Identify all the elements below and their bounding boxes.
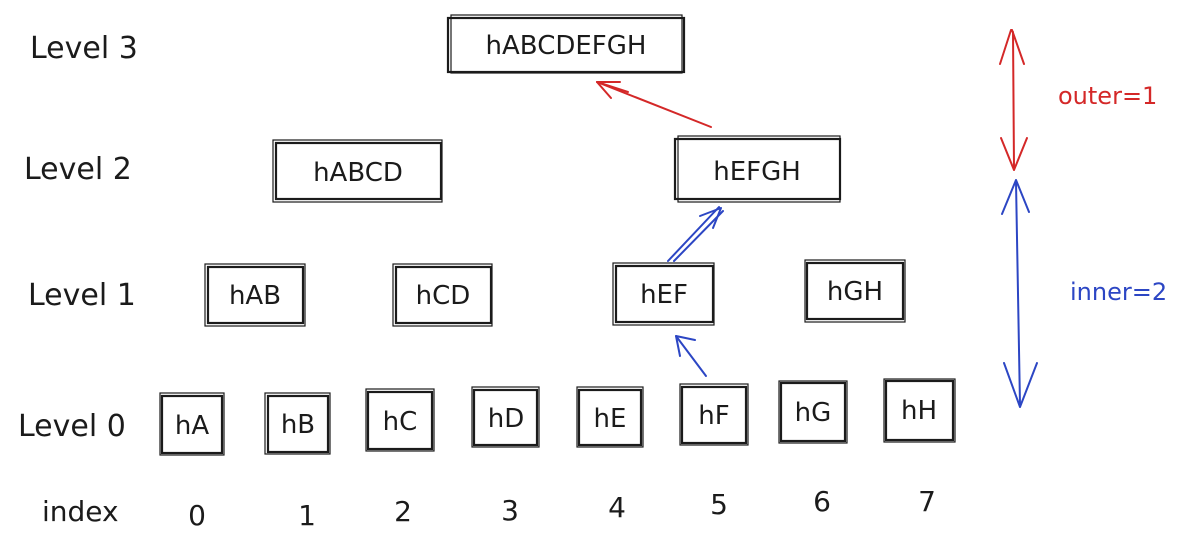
level-1-label: Level 1	[28, 278, 136, 313]
inner-double-arrow	[1001, 179, 1038, 408]
node-label: hF	[698, 401, 729, 431]
node-label: hD	[488, 404, 525, 434]
node-label: hG	[795, 398, 832, 428]
node-hh: hH	[883, 378, 956, 443]
node-label: hH	[901, 396, 937, 426]
node-label: hB	[281, 410, 315, 440]
node-label: hEF	[640, 280, 688, 310]
node-label: hABCD	[313, 158, 403, 188]
node-habcd: hABCD	[272, 139, 443, 203]
index-value-0: 0	[188, 499, 206, 532]
node-label: hAB	[229, 281, 281, 311]
index-row-label: index	[42, 495, 119, 528]
node-label: hEFGH	[713, 157, 801, 187]
node-label: hABCDEFGH	[486, 31, 647, 61]
node-he: hE	[576, 386, 644, 448]
outer-double-arrow	[999, 29, 1028, 171]
index-value-4: 4	[608, 491, 626, 524]
level-0-label: Level 0	[18, 409, 126, 444]
index-value-7: 7	[918, 485, 936, 518]
node-hef: hEF	[612, 262, 715, 326]
index-value-3: 3	[501, 494, 519, 527]
node-label: hCD	[416, 281, 471, 311]
blue-arrow-hf-to-hef	[675, 335, 707, 377]
node-hcd: hCD	[392, 263, 493, 327]
node-label: hC	[383, 407, 418, 437]
node-hefgh: hEFGH	[673, 135, 842, 203]
node-hc: hC	[365, 388, 435, 452]
level-2-label: Level 2	[24, 152, 132, 187]
node-hd: hD	[471, 386, 540, 448]
red-arrow-hefgh-to-habcdefgh	[596, 81, 712, 128]
node-hgh: hGH	[804, 259, 906, 323]
blue-arrow-hef-to-hefgh	[667, 206, 724, 262]
index-value-6: 6	[813, 485, 831, 518]
node-habcdefgh: hABCDEFGH	[446, 14, 686, 74]
inner-label: inner=2	[1070, 278, 1167, 306]
level-3-label: Level 3	[30, 31, 138, 66]
node-hf: hF	[679, 383, 749, 446]
index-value-1: 1	[298, 499, 316, 532]
outer-label: outer=1	[1058, 82, 1157, 110]
node-hab: hAB	[204, 263, 306, 327]
node-label: hE	[594, 404, 627, 434]
node-label: hGH	[827, 277, 883, 307]
node-hg: hG	[778, 380, 848, 444]
index-value-5: 5	[710, 488, 728, 521]
index-value-2: 2	[394, 495, 412, 528]
node-label: hA	[175, 411, 209, 441]
node-hb: hB	[264, 392, 331, 455]
node-ha: hA	[159, 392, 225, 456]
